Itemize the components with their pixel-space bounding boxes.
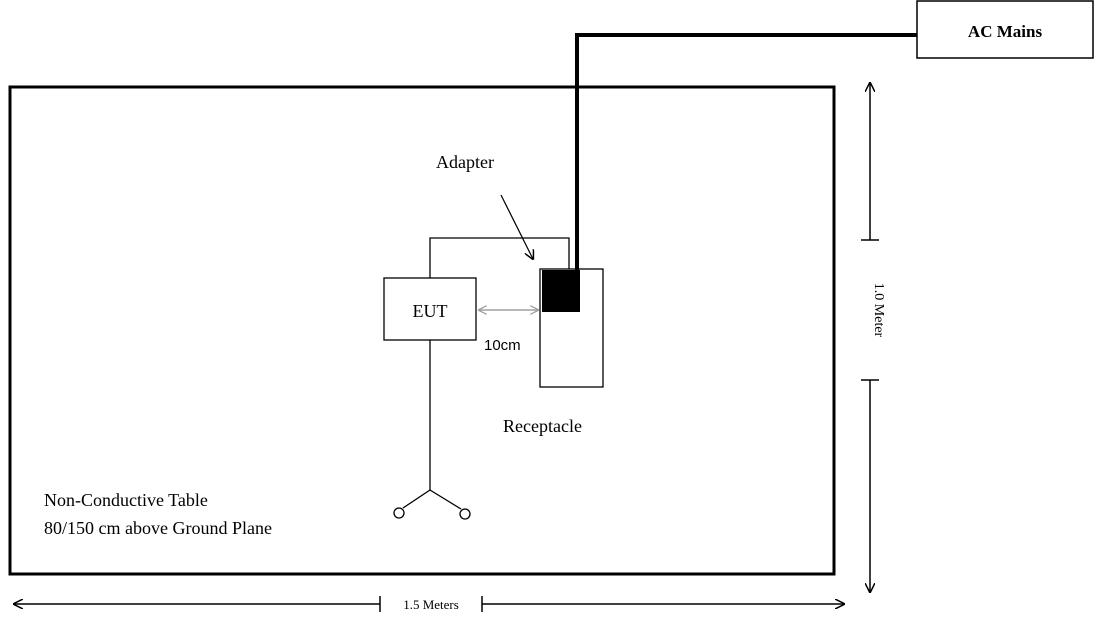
adapter-pointer [500,194,533,259]
table-caption-line1: Non-Conductive Table [44,490,208,510]
adapter-label: Adapter [436,152,494,172]
ac-mains-box: AC Mains [916,0,1094,59]
ac-mains-label: AC Mains [968,22,1043,41]
table-outline [8,85,836,576]
adapter-block [542,270,580,312]
eut-box: EUT [383,277,477,341]
table-caption-line2: 80/150 cm above Ground Plane [44,518,272,538]
eut-lead [393,340,471,520]
width-dimension-label: 1.5 Meters [403,597,459,612]
height-dimension: 1.0 Meter [861,83,886,592]
mains-cable [575,33,917,276]
height-dimension-label: 1.0 Meter [871,283,886,338]
receptacle-label: Receptacle [503,416,582,436]
distance-label: 10cm [484,337,521,354]
eut-cable [429,237,570,278]
width-dimension: 1.5 Meters [14,596,844,612]
eut-label: EUT [413,301,448,321]
